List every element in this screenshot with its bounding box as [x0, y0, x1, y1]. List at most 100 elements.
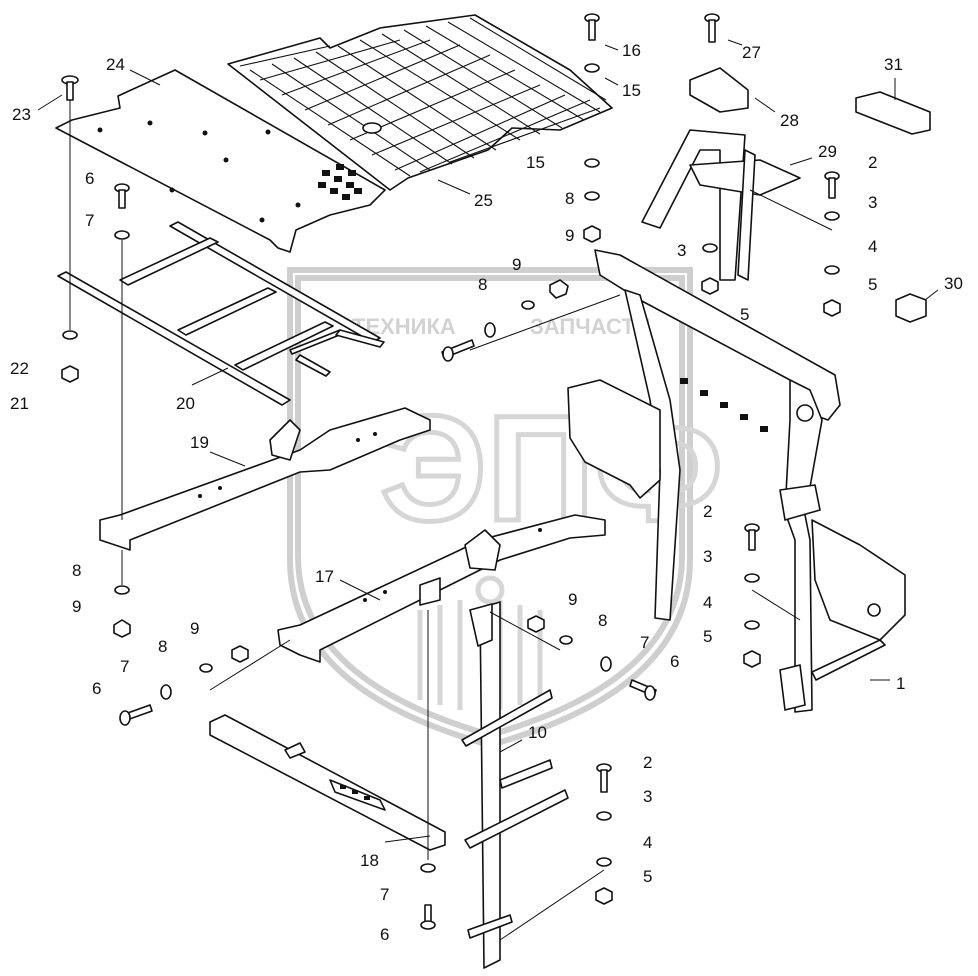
washer-7-18 [420, 863, 436, 873]
bolt-2-right [824, 171, 840, 199]
washer-8-17 [199, 663, 213, 673]
callout-8-lower: 8 [72, 561, 81, 580]
washer-15 [584, 158, 600, 168]
nut-21 [61, 365, 79, 383]
nut-5-mid [701, 277, 719, 295]
washer-7-mid [484, 322, 496, 338]
callout-21: 21 [10, 394, 29, 413]
washer-7-left [114, 230, 130, 240]
callout-5-mid: 5 [740, 305, 749, 324]
block-28 [689, 67, 749, 113]
callout-7-10: 7 [640, 633, 649, 652]
callout-9-lower: 9 [72, 597, 81, 616]
bolt-2-r1 [744, 523, 760, 551]
washer-8-10 [559, 635, 573, 645]
floor-mat-25 [227, 14, 613, 191]
washer-3-bottom [596, 811, 612, 821]
callout-20: 20 [176, 394, 195, 413]
nut-9-mid [549, 279, 569, 299]
callout-27: 27 [742, 43, 761, 62]
upright-1 [567, 249, 906, 713]
callout-8-top: 8 [565, 189, 574, 208]
callout-3-right: 3 [868, 193, 877, 212]
callout-7-left: 7 [85, 211, 94, 230]
washer-8-top [584, 191, 600, 201]
callout-18: 18 [360, 851, 379, 870]
beam-17 [277, 514, 606, 663]
callout-2-bottom: 2 [643, 753, 652, 772]
callout-25: 25 [474, 191, 493, 210]
washer-7-10 [600, 656, 612, 672]
washer-3-r1 [744, 573, 760, 583]
watermark: ТЕХНИКА ЗАПЧАСТИ ЭПФ [287, 267, 725, 749]
callout-7-17: 7 [120, 657, 129, 676]
bolt-6-17 [119, 704, 153, 726]
washer-15-top [584, 63, 600, 73]
nut-5-bottom [595, 887, 613, 905]
nut-5-r1 [743, 650, 761, 668]
callout-30: 30 [944, 274, 963, 293]
callout-31: 31 [884, 55, 903, 74]
floor-panel-24 [55, 69, 386, 253]
washer-7-17 [160, 684, 172, 700]
callout-9-10: 9 [568, 590, 577, 609]
callout-4-bottom: 4 [643, 833, 652, 852]
fasteners [61, 13, 841, 930]
callout-6-17: 6 [92, 679, 101, 698]
pad-30 [895, 293, 927, 323]
bolt-6-mid [441, 339, 475, 362]
upper-frame-20 [57, 221, 385, 406]
washer-8-lower [114, 585, 130, 595]
washer-3-mid [702, 243, 718, 253]
block-31 [855, 91, 931, 135]
callout-7-18: 7 [380, 885, 389, 904]
post-10 [461, 601, 569, 969]
callout-5-bottom: 5 [643, 867, 652, 886]
nut-9-top [583, 225, 601, 243]
beam-18 [209, 714, 446, 851]
callout-3-r1: 3 [703, 547, 712, 566]
callout-28: 28 [780, 111, 799, 130]
bolt-6-18 [420, 904, 436, 930]
callout-29: 29 [818, 142, 837, 161]
callout-5-right: 5 [868, 275, 877, 294]
callout-6-18: 6 [380, 925, 389, 944]
callout-1: 1 [896, 674, 905, 693]
washer-8-mid [521, 300, 535, 310]
callout-4-right: 4 [868, 237, 877, 256]
callout-22: 22 [10, 359, 29, 378]
callout-3-bottom: 3 [643, 787, 652, 806]
callout-2-r1: 2 [703, 502, 712, 521]
bolt-6-left [114, 183, 130, 209]
bolt-2-bottom [596, 763, 612, 793]
callout-2-right: 2 [868, 153, 877, 172]
callout-labels: 1 2 2 2 3 3 3 3 4 4 4 5 5 5 5 6 6 6 6 7 … [10, 41, 963, 944]
beam-19 [99, 407, 431, 551]
callout-17: 17 [315, 567, 334, 586]
callout-23: 23 [12, 105, 31, 124]
callout-6-10: 6 [670, 652, 679, 671]
leader-lines [37, 39, 939, 941]
bolt-16 [584, 13, 600, 41]
callout-16: 16 [622, 41, 641, 60]
callout-8-10: 8 [598, 611, 607, 630]
washer-3-right [824, 211, 840, 221]
bolt-6-10 [629, 679, 657, 701]
watermark-right-text: ЗАПЧАСТИ [530, 314, 651, 339]
washer-4-right [824, 265, 840, 275]
nut-5-right [823, 299, 841, 317]
callout-15: 15 [526, 153, 545, 172]
callout-6-left: 6 [85, 169, 94, 188]
callout-24: 24 [106, 55, 125, 74]
bolt-27 [704, 13, 720, 43]
nut-9-17 [231, 645, 249, 663]
callout-9-17: 9 [190, 619, 199, 638]
bolt-23 [61, 75, 79, 101]
callout-4-r1: 4 [703, 593, 712, 612]
callout-8-17: 8 [158, 637, 167, 656]
callout-9-mid: 9 [512, 255, 521, 274]
callout-10: 10 [528, 723, 547, 742]
bracket-29 [641, 129, 801, 281]
